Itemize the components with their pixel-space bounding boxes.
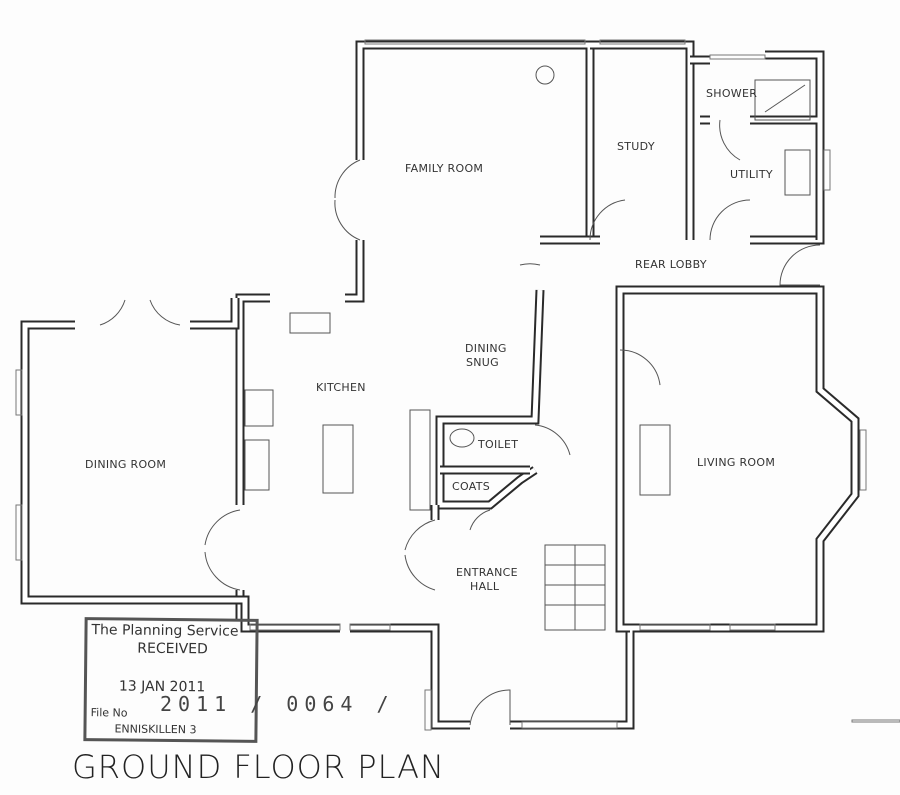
- plan-title: GROUND FLOOR PLAN: [72, 748, 445, 786]
- wall: [590, 42, 693, 240]
- room-label-rear-lobby: REAR LOBBY: [635, 258, 707, 271]
- stamp-office: ENNISKILLEN 3: [114, 722, 197, 737]
- wall: [22, 322, 438, 690]
- planning-received-stamp: The Planning Service RECEIVED 13 JAN 201…: [83, 617, 259, 743]
- wall: [432, 625, 795, 728]
- wall: [355, 40, 600, 245]
- room-label-dining-snug-2: SNUG: [466, 356, 499, 369]
- door-swings: [99, 65, 821, 726]
- room-label-entrance-2: HALL: [470, 580, 500, 593]
- wall: [190, 298, 240, 330]
- room-label-shower: SHOWER: [706, 87, 758, 100]
- room-label-toilet: TOILET: [478, 438, 519, 451]
- room-label-living-room: LIVING ROOM: [697, 456, 776, 469]
- stamp-line1: The Planning Service: [91, 622, 239, 640]
- stamp-line2: RECEIVED: [137, 640, 208, 658]
- room-label-utility: UTILITY: [730, 168, 773, 181]
- room-label-dining-snug-1: DINING: [465, 342, 507, 355]
- wall: [437, 289, 543, 508]
- wall: [345, 240, 363, 301]
- room-label-coats: COATS: [452, 480, 491, 493]
- room-label-entrance-1: ENTRANCE: [456, 566, 518, 579]
- wall: [357, 42, 600, 243]
- wall: [430, 623, 795, 730]
- room-label-kitchen: KITCHEN: [316, 381, 366, 394]
- wall: [617, 287, 858, 631]
- room-label-dining-room: DINING ROOM: [85, 458, 167, 471]
- wall: [190, 298, 238, 328]
- stamp-file-label: File No: [90, 706, 128, 720]
- file-number: 2011 / 0064 /: [160, 692, 395, 716]
- room-label-family-room: FAMILY ROOM: [405, 162, 484, 175]
- room-label-study: STUDY: [617, 140, 655, 153]
- wall: [237, 295, 270, 505]
- windows: [15, 39, 900, 731]
